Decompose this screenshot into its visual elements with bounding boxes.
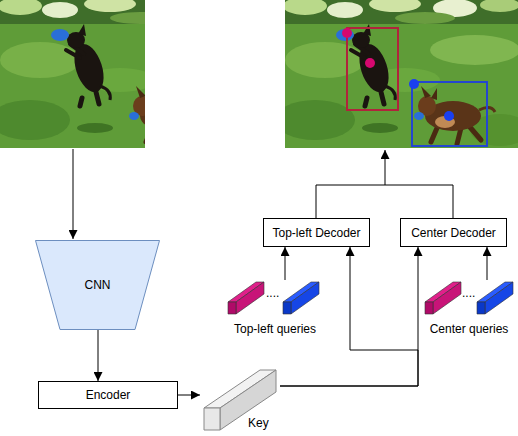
key-face xyxy=(204,408,220,430)
ellipsis-label: .... xyxy=(266,286,279,300)
connector-arrow xyxy=(487,247,488,280)
connector-arrow xyxy=(285,247,286,280)
node-label: Top-left queries xyxy=(234,322,316,336)
key-face xyxy=(220,370,276,430)
merge-line xyxy=(316,185,453,218)
query-vector xyxy=(433,282,461,314)
query-vector xyxy=(236,282,264,314)
cnn-trapezoid: CNN xyxy=(35,240,160,330)
connector-arrow xyxy=(280,247,418,386)
ellipsis-label: .... xyxy=(462,286,475,300)
node-label: CNN xyxy=(85,278,111,292)
node-label: Center Decoder xyxy=(411,226,496,240)
query-vector xyxy=(485,282,513,314)
node-label: Encoder xyxy=(86,388,131,402)
connector-arrow xyxy=(178,395,200,396)
cnn-outline xyxy=(36,241,160,330)
query-vector xyxy=(477,302,485,314)
input-arrow xyxy=(73,149,74,239)
connector-arrow xyxy=(98,330,99,381)
query-vector xyxy=(425,302,433,314)
query-vector xyxy=(291,282,319,314)
node-label: Center queries xyxy=(430,322,509,336)
query-vector xyxy=(283,302,291,314)
input-photo xyxy=(0,0,245,148)
node-label: Top-left Decoder xyxy=(272,226,360,240)
decoder-box: Center Decoder xyxy=(400,218,507,247)
key-tensor: Key xyxy=(200,364,280,432)
output-arrow xyxy=(385,150,386,185)
query-vector xyxy=(228,302,236,314)
node-label: Key xyxy=(248,416,269,430)
encoder-box: Encoder xyxy=(38,381,178,409)
decoder-box: Top-left Decoder xyxy=(263,218,370,247)
output-photo xyxy=(275,0,518,148)
connector-arrow xyxy=(280,247,418,386)
